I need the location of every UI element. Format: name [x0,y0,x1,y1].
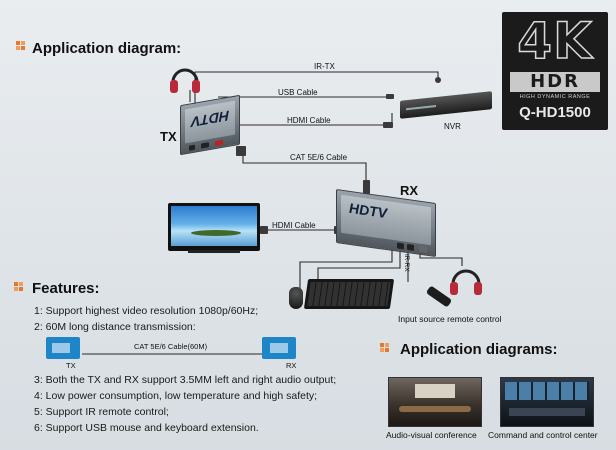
tv-screen-image [171,206,257,246]
mini-rx-label: RX [286,361,297,370]
rx-label: RX [400,183,419,198]
logo-4k-text: 4K [516,11,593,71]
feature-item: 1: Support highest video resolution 1080… [34,305,259,317]
hdmi-cable-left-label: HDMI Cable [272,221,316,230]
tv-monitor [168,203,260,251]
conference-photo [388,377,482,427]
control-center-caption: Command and control center [488,430,598,440]
feature-item: 4: Low power consumption, low temperatur… [34,390,318,402]
cat-cable-label: CAT 5E/6 Cable [290,153,348,162]
orange-bullet-icon [14,282,23,291]
tx-label: TX [160,129,177,144]
mini-tx-device [46,337,80,359]
logo-hdr-sub: HIGH DYNAMIC RANGE [519,94,591,100]
mouse-icon [289,287,303,309]
control-center-photo [500,377,594,427]
conference-caption: Audio-visual conference [386,430,477,440]
mini-rx-device [262,337,296,359]
tx-device: HDTV [180,94,240,156]
feature-item: 2: 60M long distance transmission: [34,321,196,333]
application-diagrams-title: Application diagrams: [400,341,558,358]
keyboard-icon [303,279,395,309]
feature-item: 6: Support USB mouse and keyboard extens… [34,422,259,434]
nvr-label: NVR [444,122,461,131]
features-title: Features: [32,280,100,297]
application-diagram-title: Application diagram: [32,40,182,57]
headphones-icon-rx [450,269,482,295]
tv-stand [188,250,240,253]
ir-tx-label: IR-TX [314,62,335,71]
usb-cable-label: USB Cable [278,88,318,97]
orange-bullet-icon [380,343,389,352]
mini-cable-label: CAT 5E/6 Cable(60M) [134,342,208,351]
feature-item: 5: Support IR remote control; [34,406,169,418]
hdmi-cable-top-label: HDMI Cable [287,116,331,125]
remote-caption: Input source remote control [398,314,502,324]
orange-bullet-icon [16,41,25,50]
logo-model: Q-HD1500 [519,104,591,121]
ir-rx-label: IR-RX [403,254,410,272]
logo-hdr-text: HDR [510,72,600,92]
feature-item: 3: Both the TX and RX support 3.5MM left… [34,374,337,386]
mini-tx-label: TX [66,361,76,370]
headphones-icon [170,68,200,93]
4k-hdr-logo: 4K HDR HIGH DYNAMIC RANGE Q-HD1500 [502,11,608,130]
